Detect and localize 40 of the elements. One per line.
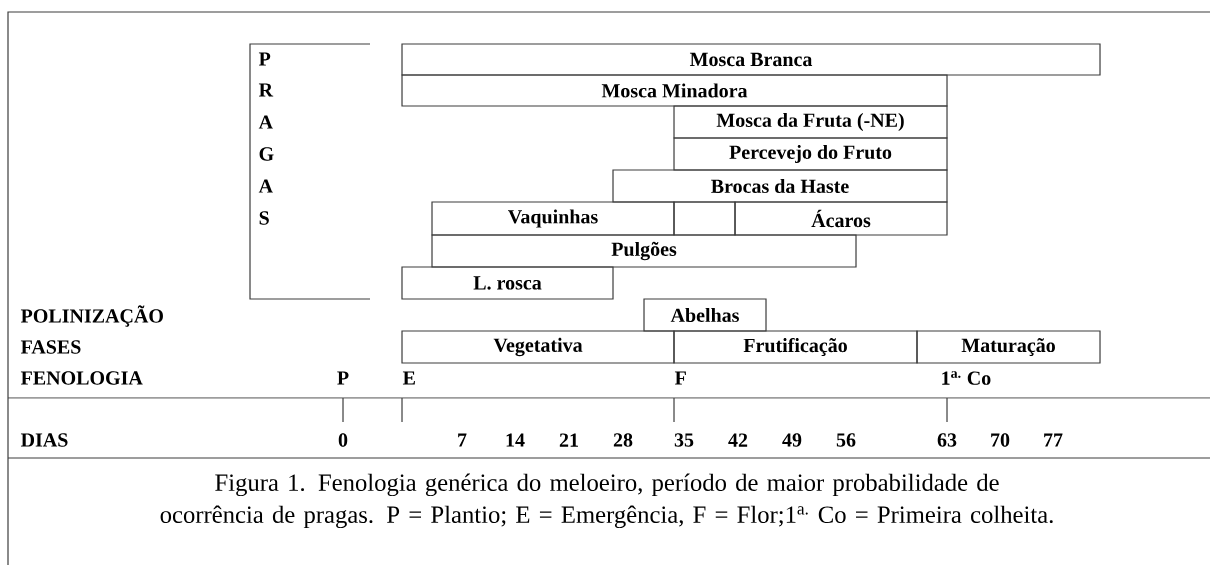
row-label: A	[258, 179, 273, 193]
row-label: FASES	[20, 340, 81, 354]
bar: Brocas da Haste	[612, 169, 948, 203]
stage-label: 1$^{a.}$ Co	[942, 371, 991, 385]
row-label: S	[259, 211, 269, 225]
day-number: 77	[1044, 433, 1063, 447]
day-number: 42	[728, 433, 748, 447]
bar: Percevejo do Fruto	[673, 137, 948, 171]
row-label: POLINIZAÇÃO	[20, 305, 163, 327]
day-number: 14	[506, 433, 525, 447]
bar: Vegetativa	[401, 330, 675, 364]
day-number: 49	[782, 433, 802, 447]
caption: Figura 1. Fenologia genérica do meloeiro, período de maior probabilidade de ocorrência de pragas. P = Plantio; E = Emergência, F = Flor;1$^{a.}$ Co = Primeira colheita.	[160, 473, 1053, 529]
day-number: 7	[458, 433, 467, 447]
bar: Maturação	[916, 330, 1101, 364]
row-label: P	[258, 52, 271, 66]
row-label: G	[259, 147, 274, 161]
day-number: 21	[559, 433, 578, 447]
day-number: 35	[674, 433, 694, 447]
bar: L. rosca	[401, 266, 614, 300]
bar: Frutificação	[673, 330, 918, 364]
bar: Ácaros	[734, 201, 948, 236]
bar	[673, 201, 736, 236]
row-label: A	[258, 115, 273, 129]
row-label: R	[258, 83, 274, 97]
bar: Vaquinhas	[431, 201, 675, 236]
day-number: 63	[937, 433, 957, 447]
stage-label: P	[337, 371, 349, 385]
day-number: 0	[338, 433, 348, 447]
day-number: 56	[836, 433, 856, 447]
row-label: FENOLOGIA	[20, 371, 143, 385]
bar: Mosca da Fruta (-NE)	[673, 105, 948, 139]
day-number: 28	[613, 433, 633, 447]
bar: Mosca Branca	[401, 43, 1101, 76]
day-number: 70	[991, 433, 1010, 447]
bar: Abelhas	[643, 298, 767, 332]
bar: Mosca Minadora	[401, 74, 948, 107]
bar: Pulgões	[431, 234, 857, 268]
row-label: DIAS	[20, 433, 68, 447]
stage-label: F	[674, 371, 686, 385]
